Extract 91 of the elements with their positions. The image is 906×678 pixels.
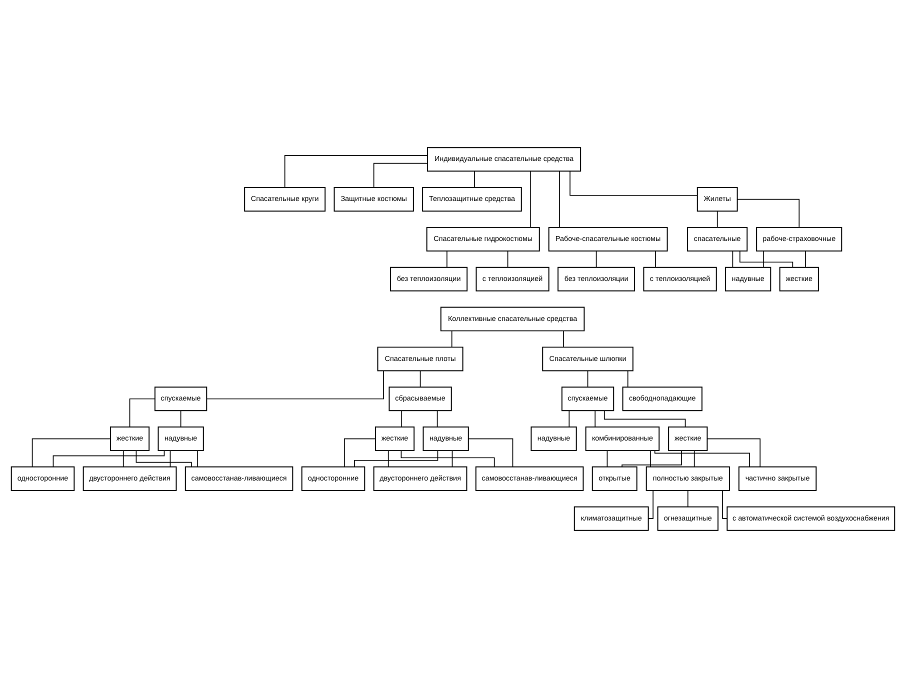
connector: [763, 250, 764, 268]
connector: [451, 330, 452, 348]
connector: [648, 490, 654, 520]
node-box: Индивидуальные спасательные средства: [427, 147, 582, 172]
connector: [563, 330, 564, 348]
connector: [400, 450, 495, 468]
connector: [739, 250, 794, 268]
connector: [206, 370, 384, 400]
node-box: Спасательные шлюпки: [542, 346, 634, 372]
node-box: надувные: [422, 426, 469, 452]
connector: [452, 450, 453, 468]
connector: [596, 250, 597, 268]
node-box: жесткие: [668, 426, 708, 452]
node-box: спускаемые: [561, 386, 614, 412]
connector: [284, 155, 428, 188]
node-box: частично закрытые: [738, 466, 817, 491]
node-box: Спасательные гидрокостюмы: [426, 226, 540, 252]
node-box: с теплоизоляцией: [476, 266, 550, 292]
node-box: односторонние: [301, 466, 366, 491]
connector: [401, 410, 402, 428]
connector: [52, 450, 165, 468]
node-box: самовосстанав-ливающиеся: [475, 466, 584, 491]
node-box: односторонние: [10, 466, 75, 491]
connector: [722, 490, 728, 520]
connector: [650, 450, 652, 468]
node-box: климатозащитные: [574, 506, 649, 531]
node-box: сбрасываемые: [388, 386, 452, 412]
node-box: Защитные костюмы: [334, 187, 414, 212]
node-box: надувные: [725, 266, 772, 292]
connector: [570, 170, 698, 196]
node-box: надувные: [530, 426, 577, 452]
connector: [170, 450, 171, 468]
node-box: без теплоизоляции: [390, 266, 468, 292]
connector: [732, 250, 734, 268]
node-box: жесткие: [374, 426, 415, 452]
node-box: Рабоче-спасательные костюмы: [548, 226, 668, 252]
connector: [388, 450, 389, 468]
node-box: Спасательные плоты: [377, 346, 464, 372]
node-box: рабоче-страховочные: [756, 226, 842, 252]
node-box: с теплоизоляцией: [643, 266, 717, 292]
node-box: спасательные: [687, 226, 748, 252]
connector: [805, 250, 806, 268]
node-box: двустороннего действия: [82, 466, 177, 491]
node-box: огнезащитные: [657, 506, 718, 531]
connector: [507, 250, 508, 268]
connector: [627, 370, 628, 388]
node-box: Теплозащитные средства: [422, 187, 522, 212]
node-box: комбинированные: [585, 426, 660, 452]
node-box: Спасательные круги: [244, 187, 326, 212]
node-box: Коллективные спасательные средства: [440, 306, 585, 332]
connector: [129, 398, 156, 428]
connector: [180, 410, 182, 428]
node-box: надувные: [158, 426, 204, 452]
node-box: жесткие: [779, 266, 819, 292]
connector: [687, 490, 688, 508]
connector: [122, 450, 124, 468]
node-box: самовосстанав-ливающиеся: [184, 466, 294, 491]
connector: [468, 438, 514, 468]
node-box: без теплоизоляции: [558, 266, 636, 292]
connector: [559, 170, 560, 228]
connector: [654, 450, 750, 468]
connector: [606, 450, 608, 468]
connector: [32, 438, 111, 468]
node-box: Жилеты: [696, 187, 738, 212]
connector: [373, 162, 428, 188]
node-box: открытые: [592, 466, 638, 491]
connector: [604, 410, 686, 428]
connector: [446, 250, 448, 268]
node-box: свободнопадающие: [622, 386, 702, 412]
connector: [530, 170, 531, 228]
connector: [474, 170, 475, 188]
connector: [736, 198, 800, 228]
connector: [436, 410, 438, 428]
connector: [344, 438, 376, 468]
connector: [694, 450, 695, 468]
node-box: жесткие: [110, 426, 150, 452]
connector: [568, 410, 570, 428]
connector: [706, 438, 760, 468]
node-box: полностью закрытые: [646, 466, 730, 491]
node-box: с автоматической системой воздухоснабжения: [726, 506, 896, 531]
node-box: спускаемые: [154, 386, 208, 412]
connector: [716, 210, 718, 228]
connector: [594, 410, 596, 428]
node-box: двустороннего действия: [373, 466, 468, 491]
connector: [655, 250, 656, 268]
connector: [354, 450, 438, 468]
connector: [420, 370, 421, 388]
connector: [196, 450, 198, 468]
connector: [622, 450, 682, 468]
connector: [587, 370, 588, 388]
connector: [136, 450, 192, 468]
